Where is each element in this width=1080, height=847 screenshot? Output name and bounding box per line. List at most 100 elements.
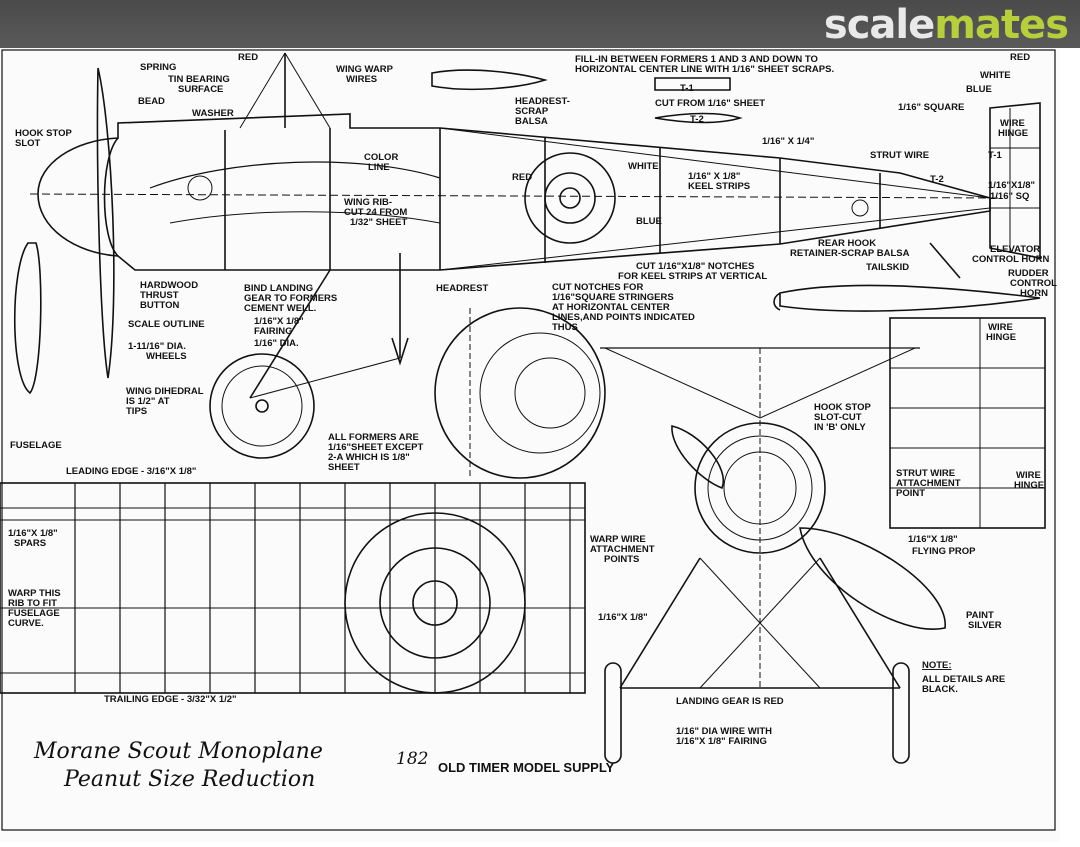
label-fairing-size-2: 1/16"X 1/8" FAIRING bbox=[676, 736, 767, 747]
label-dihedral-amount: IS 1/2" AT bbox=[126, 396, 170, 407]
label-square-strip: 1/16" SQUARE bbox=[898, 102, 964, 113]
cockade-inner bbox=[559, 187, 581, 209]
stabilizer-plan bbox=[889, 317, 1046, 529]
label-strip-1-4: 1/16" X 1/4" bbox=[762, 136, 814, 147]
label-t1-tail: T-1 bbox=[988, 150, 1002, 161]
label-strip-1-8: 1/16"X1/8" bbox=[988, 180, 1035, 191]
scale-outline-blade bbox=[13, 242, 42, 395]
label-line: LINE bbox=[368, 162, 390, 173]
label-cut-from: CUT FROM 1/16" SHEET bbox=[655, 98, 765, 109]
label-strut-wire: STRUT WIRE bbox=[870, 150, 929, 161]
label-notch-3: AT HORIZONTAL CENTER bbox=[552, 302, 670, 313]
label-formers-2: 1/16"SHEET EXCEPT bbox=[328, 442, 424, 453]
label-wire-top: WIRE bbox=[1000, 118, 1025, 129]
former-front-inner bbox=[514, 357, 586, 429]
label-wheel-dia: 1-11/16" DIA. bbox=[128, 341, 186, 352]
label-slot-cut: SLOT-CUT bbox=[814, 412, 862, 423]
front-wheel-right bbox=[892, 662, 910, 764]
label-warp-this: WARP THIS bbox=[8, 588, 61, 599]
label-paint: PAINT bbox=[966, 610, 994, 621]
elevator-tip bbox=[773, 292, 781, 311]
label-bind-landing: BIND LANDING bbox=[244, 283, 313, 294]
label-warp-attachment: ATTACHMENT bbox=[590, 544, 655, 555]
propeller-side bbox=[96, 67, 115, 379]
template-t1 bbox=[654, 77, 731, 91]
prop-blade-front-lower bbox=[799, 527, 946, 630]
label-rudder-horn: HORN bbox=[1020, 288, 1048, 299]
label-fill-in-2: HORIZONTAL CENTER LINE WITH 1/16" SHEET … bbox=[575, 64, 834, 75]
rudder-outline bbox=[989, 102, 1041, 259]
line-work bbox=[0, 49, 1056, 831]
gear-axle-brace bbox=[249, 357, 401, 399]
label-dihedral-tips: TIPS bbox=[126, 406, 147, 417]
plan-title-line1: Morane Scout Monoplane bbox=[33, 739, 323, 764]
label-in-b-only: IN 'B' ONLY bbox=[814, 422, 866, 433]
label-wing-rib-sheet: 1/32" SHEET bbox=[350, 217, 408, 228]
label-dia-wire-with: 1/16" DIA WIRE WITH bbox=[676, 726, 772, 737]
label-dihedral: WING DIHEDRAL bbox=[126, 386, 204, 397]
label-button: BUTTON bbox=[140, 300, 180, 311]
former-front-outer bbox=[434, 307, 606, 479]
fuselage-outline bbox=[37, 113, 991, 271]
label-hardwood: HARDWOOD bbox=[140, 280, 198, 291]
sheet-border bbox=[1, 49, 1056, 831]
label-cut-notches: CUT 1/16"X1/8" NOTCHES bbox=[636, 261, 754, 272]
label-notch-5: THUS bbox=[552, 322, 578, 333]
label-tailskid: TAILSKID bbox=[866, 262, 909, 273]
warp-wire-b bbox=[284, 52, 331, 129]
cowl-line bbox=[103, 137, 119, 257]
keel-strip-bottom bbox=[439, 207, 991, 271]
label-notch-2: 1/16"SQUARE STRINGERS bbox=[552, 292, 674, 303]
label-wire-low: WIRE bbox=[1016, 470, 1041, 481]
label-red-right: RED bbox=[1010, 52, 1030, 63]
label-prop-size: 1/16"X 1/8" bbox=[908, 534, 958, 545]
label-gear-size: 1/16"X 1/8" bbox=[598, 612, 648, 623]
label-t1: T-1 bbox=[680, 83, 694, 94]
label-formers-4: SHEET bbox=[328, 462, 360, 473]
label-color: COLOR bbox=[364, 152, 398, 163]
label-scrap: SCRAP bbox=[515, 106, 549, 117]
plan-drawing: RED SPRING TIN BEARING SURFACE BEAD WASH… bbox=[0, 49, 1057, 831]
tailskid bbox=[929, 242, 961, 279]
label-rib-to-fit: RIB TO FIT bbox=[8, 598, 57, 609]
label-spar-size: 1/16"X 1/8" bbox=[8, 528, 58, 539]
plan-title-line2: Peanut Size Reduction bbox=[63, 767, 315, 792]
publisher-name: OLD TIMER MODEL SUPPLY bbox=[438, 760, 615, 775]
rear-hook-circle bbox=[851, 199, 869, 217]
label-fairing: FAIRING bbox=[254, 326, 293, 337]
prop-blade-front-upper bbox=[671, 424, 725, 490]
cockade-mid bbox=[544, 172, 596, 224]
label-keel-size: 1/16" X 1/8" bbox=[688, 171, 740, 182]
label-spring: SPRING bbox=[140, 62, 176, 73]
label-hinge-low: HINGE bbox=[1014, 480, 1044, 491]
label-hinge-mid: HINGE bbox=[986, 332, 1016, 343]
label-t2-tail: T-2 bbox=[930, 174, 944, 185]
front-wire-right bbox=[759, 347, 916, 419]
label-notch-4: LINES,AND POINTS INDICATED bbox=[552, 312, 695, 323]
label-wing-warp: WING WARP bbox=[336, 64, 394, 75]
label-leading-edge: LEADING EDGE - 3/16"X 1/8" bbox=[66, 466, 196, 477]
wing-rib-outline bbox=[169, 211, 441, 224]
top-banner: scalemates bbox=[0, 0, 1080, 48]
label-warp-points: POINTS bbox=[604, 554, 639, 565]
label-balsa: BALSA bbox=[515, 116, 548, 127]
plan-sheet: RED SPRING TIN BEARING SURFACE BEAD WASH… bbox=[0, 48, 1060, 842]
label-keel-strips: KEEL STRIPS bbox=[688, 181, 750, 192]
label-tin-bearing: TIN BEARING bbox=[168, 74, 230, 85]
plan-number: 182 bbox=[396, 749, 428, 769]
wing-cockade-outer bbox=[344, 512, 526, 694]
label-white-mid: WHITE bbox=[628, 161, 659, 172]
wing-cockade-inner bbox=[412, 580, 458, 626]
label-square-tail: 1/16" SQ bbox=[990, 191, 1029, 202]
label-rear-hook-retainer: RETAINER-SCRAP BALSA bbox=[790, 248, 910, 259]
wing-cockade-mid bbox=[379, 547, 491, 659]
label-note: NOTE: bbox=[922, 660, 952, 671]
wheel-side-outer bbox=[209, 353, 315, 459]
front-gear-left bbox=[619, 557, 701, 689]
label-scale-outline: SCALE OUTLINE bbox=[128, 319, 205, 330]
label-formers-3: 2-A WHICH IS 1/8" bbox=[328, 452, 410, 463]
label-wheels: WHEELS bbox=[146, 351, 187, 362]
label-rudder: RUDDER bbox=[1008, 268, 1049, 279]
label-hook-stop: HOOK STOP bbox=[15, 128, 72, 139]
label-red-mid: RED bbox=[512, 172, 532, 183]
